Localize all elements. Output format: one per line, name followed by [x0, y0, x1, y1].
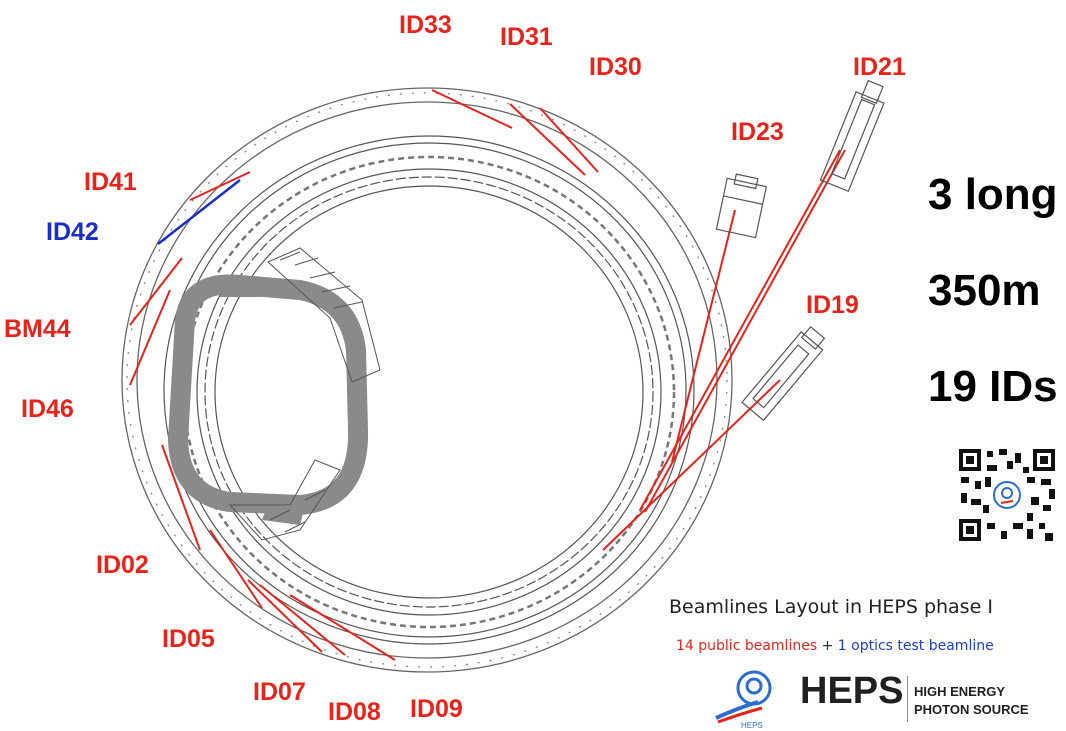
label-id23: ID23 — [731, 118, 784, 146]
label-id42: ID42 — [46, 218, 99, 246]
beamline-id23 — [671, 209, 736, 463]
beamline-id07 — [247, 579, 323, 653]
highlight-id-count: 19 IDs — [928, 362, 1058, 411]
beamline-id30 — [539, 107, 599, 173]
beamline-id41 — [189, 171, 251, 201]
experimental-hall — [121, 87, 733, 673]
linac-building — [228, 247, 381, 541]
beamline-id02 — [161, 444, 201, 551]
beamline-id21a — [639, 149, 841, 511]
label-id07: ID07 — [253, 678, 306, 706]
beamline-id05 — [209, 529, 263, 609]
beamline-id21b — [644, 149, 846, 513]
beamline-id09 — [289, 594, 396, 661]
label-id31: ID31 — [500, 23, 553, 51]
plus-sign: + — [821, 638, 834, 654]
beamline-id08 — [259, 584, 346, 656]
logo-tiny-text: HEPS — [741, 721, 763, 730]
heps-logo-icon: HEPS — [715, 670, 772, 730]
highlight-long-beamlines: 3 long — [928, 170, 1058, 219]
optics-beamline-count: 1 optics test beamline — [837, 638, 994, 654]
beamline-id42 — [157, 179, 241, 245]
label-id19: ID19 — [806, 291, 859, 319]
label-id30: ID30 — [589, 53, 642, 81]
public-beamlines — [129, 89, 846, 661]
storage-ring — [163, 135, 695, 645]
label-id09: ID09 — [410, 695, 463, 723]
label-id46: ID46 — [21, 395, 74, 423]
beamline-summary: 14 public beamlines + 1 optics test beam… — [676, 638, 994, 654]
label-id08: ID08 — [328, 698, 381, 726]
logo-divider — [907, 676, 908, 722]
layout-caption: Beamlines Layout in HEPS phase I — [669, 596, 993, 618]
beamline-id31 — [509, 103, 586, 176]
beamline-bm44 — [129, 257, 183, 326]
label-bm44: BM44 — [4, 315, 71, 343]
public-beamline-count: 14 public beamlines — [676, 638, 818, 654]
highlight-length: 350m — [928, 266, 1041, 315]
building-id19 — [741, 325, 826, 422]
beamline-labels: ID33 ID31 ID30 ID21 ID23 ID41 ID42 BM44 … — [4, 11, 906, 726]
beamline-id46 — [129, 289, 171, 386]
label-id02: ID02 — [96, 551, 149, 579]
logo-wordmark: HEPS — [800, 670, 904, 712]
satellite-buildings — [715, 79, 885, 422]
qr-code-icon — [957, 447, 1057, 543]
label-id41: ID41 — [84, 168, 137, 196]
label-id05: ID05 — [162, 625, 215, 653]
beamline-id33 — [431, 89, 513, 129]
building-id21 — [819, 79, 885, 193]
label-id21: ID21 — [853, 53, 906, 81]
building-id23 — [715, 173, 768, 239]
beamline-id19 — [602, 379, 781, 551]
logo-subtitle-line2: PHOTON SOURCE — [914, 702, 1029, 717]
logo-subtitle-line1: HIGH ENERGY — [914, 684, 1006, 699]
label-id33: ID33 — [399, 11, 452, 39]
